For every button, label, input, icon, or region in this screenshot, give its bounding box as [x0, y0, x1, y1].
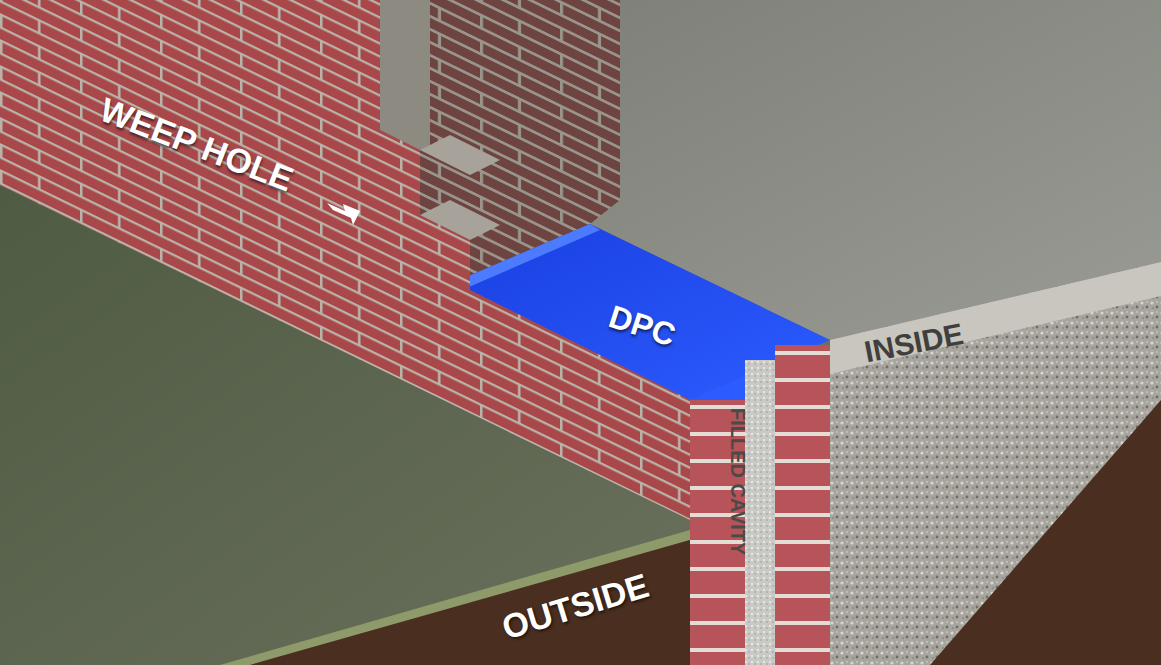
part-label: FILLED CAVITY — [728, 408, 748, 555]
